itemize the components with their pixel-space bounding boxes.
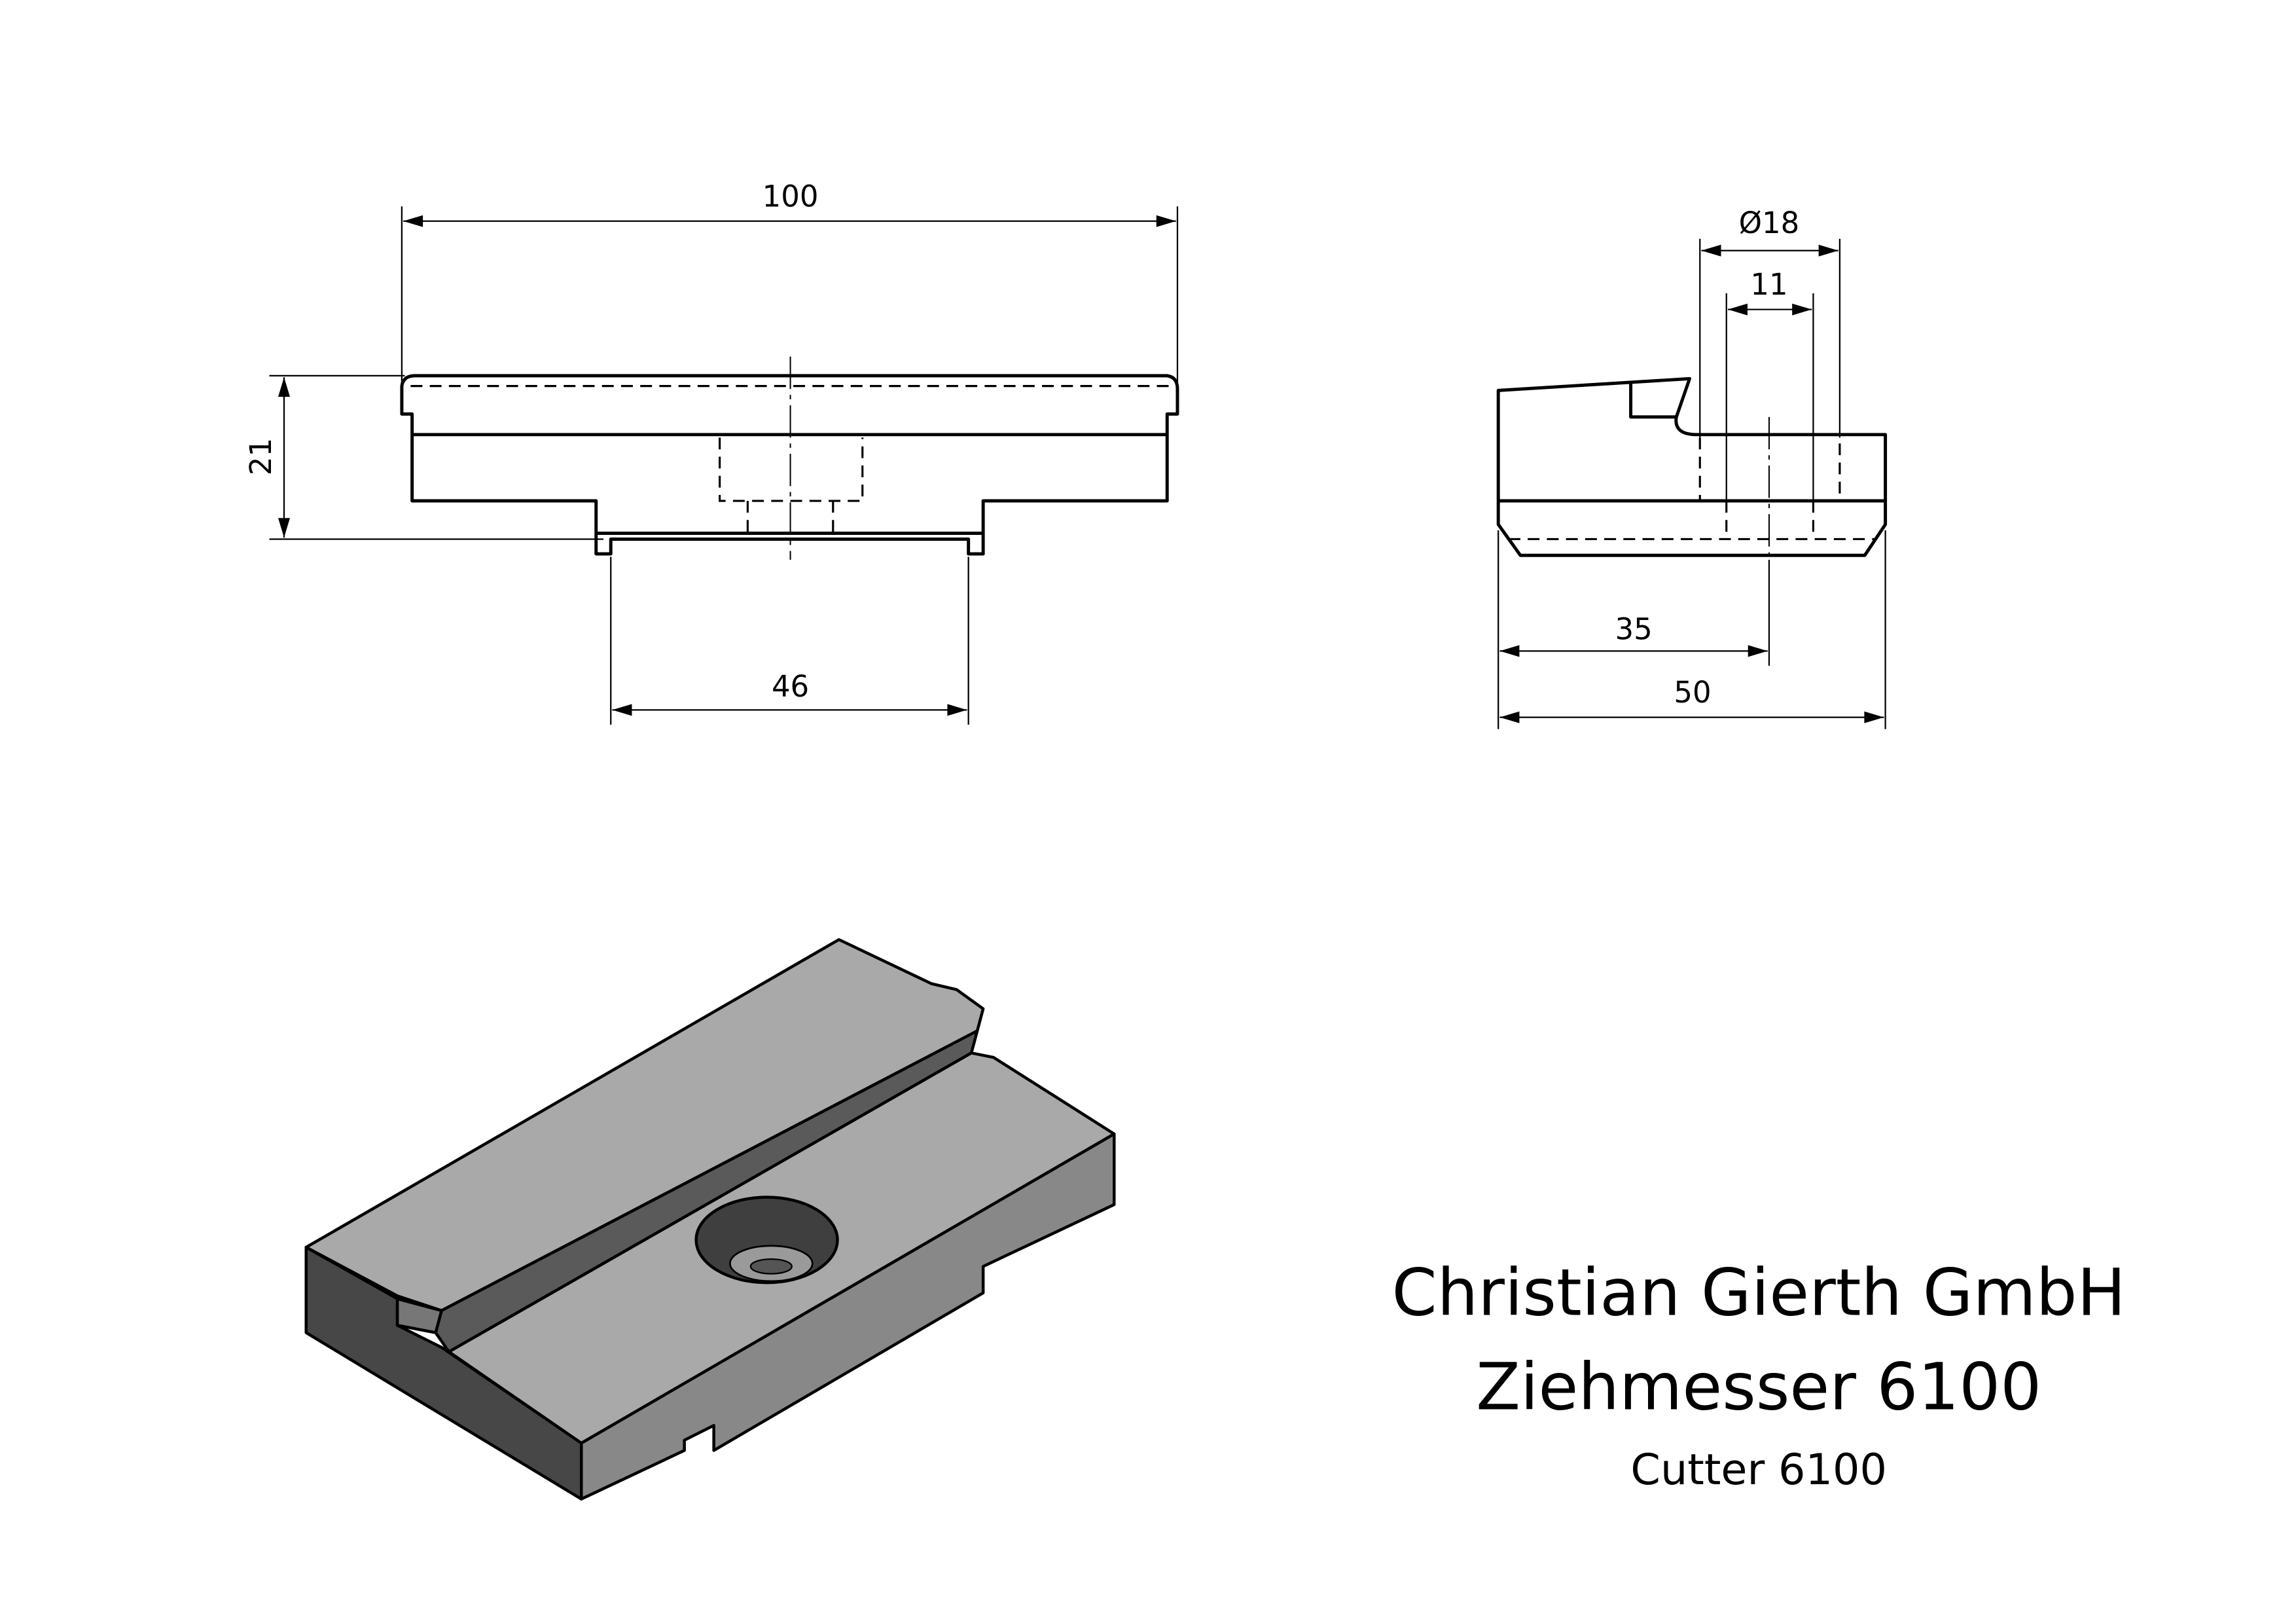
iso-right-face [579, 1132, 1116, 1501]
side-view-outline [1496, 376, 1888, 557]
front-view-hidden-counterbore [719, 437, 864, 502]
side-view-hidden-hole [1725, 501, 1814, 539]
iso-ridge-lip [395, 1297, 443, 1334]
title-block: Christian Gierth GmbH Ziehmesser 6100 Cu… [1391, 1256, 2125, 1495]
dim-11-text: 11 [1750, 267, 1787, 302]
front-view-hidden-hole [746, 501, 834, 539]
side-view: Ø18 11 35 50 [1496, 206, 1888, 729]
dim-50-text: 50 [1674, 675, 1711, 710]
dim-21-text: 21 [243, 438, 278, 475]
iso-top-upper-face [304, 938, 985, 1313]
front-view-outline [400, 374, 1179, 556]
product-name-en: Cutter 6100 [1630, 1445, 1887, 1495]
company-name: Christian Gierth GmbH [1391, 1256, 2125, 1331]
product-name-de: Ziehmesser 6100 [1476, 1349, 2041, 1425]
dim-35-text: 35 [1615, 611, 1652, 646]
dim-46-text: 46 [772, 669, 809, 704]
side-view-notch [1629, 383, 1677, 419]
dim-100-text: 100 [762, 179, 819, 213]
dim-d18-text: Ø18 [1739, 206, 1800, 240]
front-view: 100 21 46 [243, 179, 1179, 725]
side-view-hidden-counterbore [1698, 437, 1841, 502]
iso-through-hole [749, 1258, 793, 1275]
isometric-view [304, 938, 1116, 1501]
